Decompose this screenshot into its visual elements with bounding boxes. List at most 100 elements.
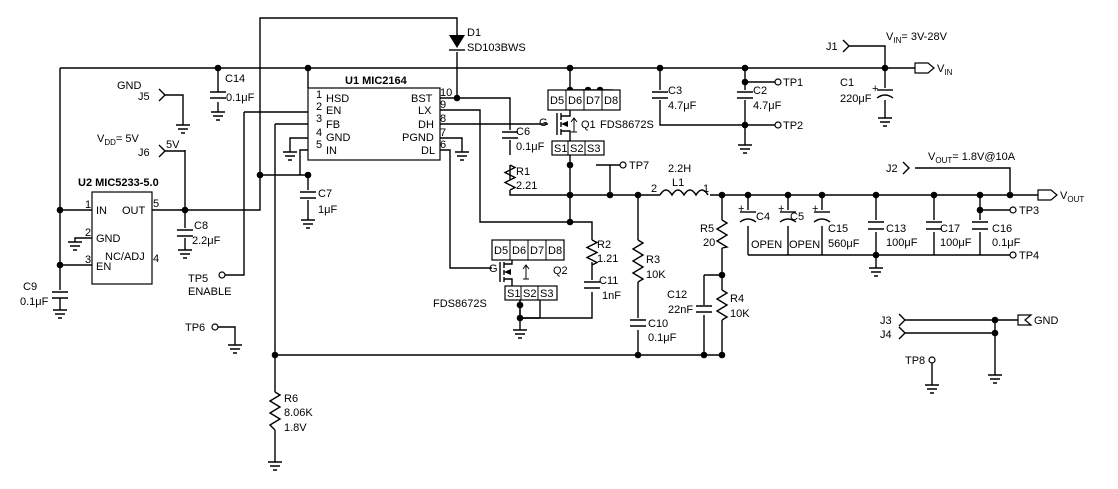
d1-part: SD103BWS [467, 42, 526, 54]
c6-symbol [502, 131, 518, 139]
c9-value: 0.1μF [20, 296, 49, 308]
q2-pin-d6: D6 [512, 245, 526, 257]
u2-pin3-num: 3 [85, 254, 91, 266]
r6-note: 1.8V [284, 422, 307, 434]
j1-symbol [842, 39, 850, 53]
c4-plus: + [738, 203, 744, 215]
capacitor-symbols: + + + + [52, 83, 988, 327]
q1-part: FDS8672S [600, 119, 654, 131]
u2-pin1-name: IN [96, 205, 107, 217]
q1-pin-s2: S2 [570, 143, 583, 155]
c9-ref: C9 [23, 281, 37, 293]
r4-value: 10K [730, 308, 750, 320]
c17-value: 100μF [940, 237, 972, 249]
u1-pin6-num: 6 [440, 139, 446, 151]
c10-ref: C10 [648, 318, 668, 330]
junctions [56, 64, 1014, 359]
ground-symbols [53, 111, 1002, 471]
c3-ref: C3 [668, 85, 682, 97]
j1-label: J1 [826, 41, 838, 53]
c14-symbol [210, 91, 226, 99]
vin-port-label: V [937, 63, 945, 75]
j5-label: J5 [138, 91, 150, 103]
u1-pin7-num: 7 [440, 127, 446, 139]
c15-ref: C15 [828, 223, 848, 235]
mosfet-q1: D5 D6 D7 D8 G Q1 FDS8672S S1 S2 S3 [539, 89, 654, 156]
u1-pin5-name: IN [326, 145, 337, 157]
gnd-tp8 [925, 384, 939, 394]
u1-pin3-num: 3 [316, 113, 322, 125]
r3-symbol [631, 239, 645, 283]
c13-symbol [868, 221, 884, 230]
tp7-label: TP7 [629, 160, 649, 172]
j2-label: J2 [886, 163, 898, 175]
j2-symbol [902, 161, 910, 175]
gnd-c14 [211, 111, 225, 121]
vin-range-sub: IN [893, 36, 901, 45]
q2-pin-d8: D8 [548, 245, 562, 257]
q1-pin-s3: S3 [587, 143, 600, 155]
u1-pin8-name: DH [418, 119, 434, 131]
c11-symbol [584, 281, 600, 289]
vdd-label: V [97, 133, 105, 145]
svg-text:VDD= 5V: VDD= 5V [97, 133, 140, 147]
gnd-tp6 [228, 344, 242, 354]
c1-value: 220μF [840, 93, 872, 105]
svg-text:VOUT= 1.8V@10A: VOUT= 1.8V@10A [928, 151, 1016, 165]
q2-pin-s2: S2 [523, 288, 536, 300]
c6-value: 0.1μF [516, 141, 545, 153]
j3-symbol [898, 313, 906, 327]
c9-symbol [52, 291, 68, 299]
vout-spec-sub: OUT [935, 156, 952, 165]
c17-symbol [926, 221, 942, 230]
c4-ref: C4 [756, 211, 770, 223]
c8-symbol [177, 229, 193, 237]
c11-ref: C11 [599, 275, 618, 287]
tp8-label: TP8 [905, 355, 925, 367]
c1-ref: C1 [840, 77, 854, 89]
c7-ref: C7 [318, 188, 332, 200]
c14-ref: C14 [225, 73, 245, 85]
j4-symbol [898, 326, 906, 340]
tp4-label: TP4 [1019, 250, 1039, 262]
d1-ref: D1 [467, 27, 481, 39]
c6-ref: C6 [516, 126, 530, 138]
c13-value: 100μF [886, 237, 918, 249]
u1-pin10-name: BST [411, 93, 433, 105]
svg-text:VIN= 3V-28V: VIN= 3V-28V [886, 31, 948, 45]
vdd-sub: DD [104, 138, 116, 147]
vdd-short-label: 5V [166, 139, 180, 151]
l1-pin2: 2 [651, 183, 657, 195]
u2-pin2-name: GND [96, 233, 121, 245]
c12-symbol [696, 305, 712, 313]
l1-pin1: 1 [703, 183, 709, 195]
gnd-pgnd [455, 151, 469, 161]
q2-pin-s1: S1 [507, 288, 520, 300]
u2-pin5-num: 5 [153, 198, 159, 210]
gnd-c9 [53, 309, 67, 319]
vin-range-value: = 3V-28V [901, 31, 947, 43]
u2-pin5-name: OUT [122, 205, 146, 217]
c13-ref: C13 [886, 223, 906, 235]
c5-value: OPEN [789, 239, 820, 251]
c2-symbol [737, 91, 753, 99]
mosfet-q2: D5 D6 D7 D8 G Q2 FDS8672S S1 S2 S3 [433, 239, 568, 319]
test-points: TP1 TP2 TP7 TP3 TP4 TP5 ENABLE TP6 TP8 [185, 77, 1039, 367]
r1-value: 2.21 [516, 180, 537, 192]
u1-name: U1 MIC2164 [345, 75, 408, 87]
gnd-j5 [176, 124, 190, 134]
q1-pin-d8: D8 [604, 95, 618, 107]
u1-pin1-num: 1 [316, 89, 322, 101]
u2-pin4-num: 4 [153, 253, 159, 265]
tp6-label: TP6 [185, 322, 205, 334]
j5-symbol [158, 88, 166, 102]
q1-pin-d5: D5 [550, 95, 564, 107]
c16-value: 0.1μF [992, 237, 1021, 249]
vout-spec-label: V [928, 151, 936, 163]
capacitor-labels: C14 0.1μF C3 4.7μF C2 4.7μF C1 220μF C6 … [20, 73, 1021, 344]
j6-symbol [158, 144, 166, 158]
q2-pin-d7: D7 [530, 245, 544, 257]
j3-label: J3 [880, 315, 892, 327]
q2-pin-d5: D5 [494, 245, 508, 257]
